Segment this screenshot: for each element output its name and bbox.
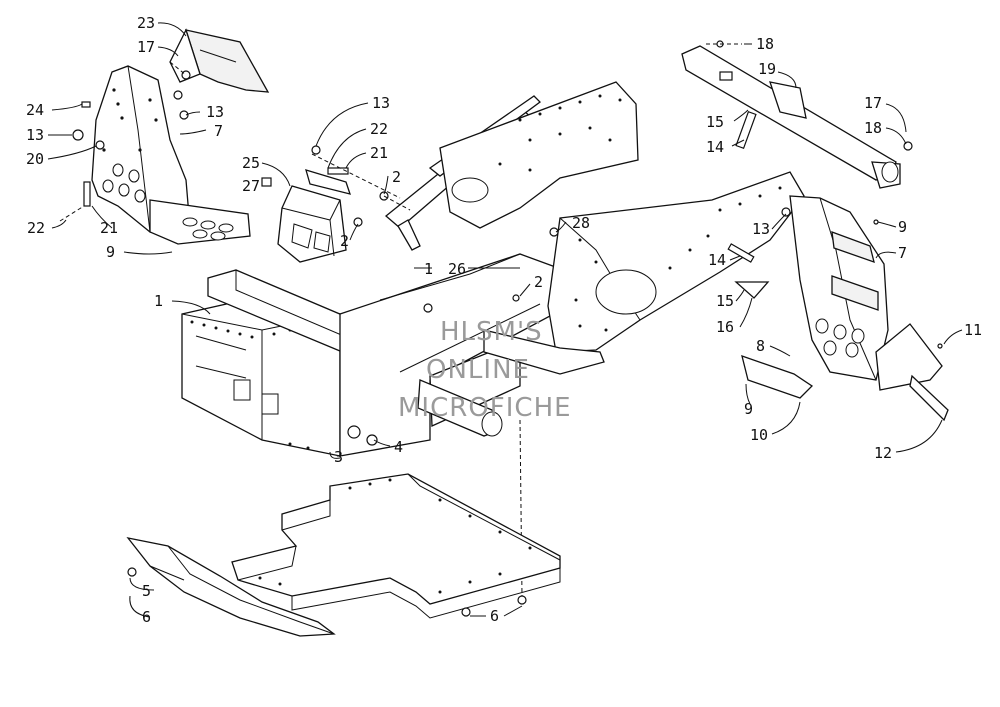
callout-24: 24 bbox=[26, 101, 44, 119]
callout-23: 23 bbox=[137, 14, 155, 32]
callout-9: 9 bbox=[106, 243, 115, 261]
callout-2: 2 bbox=[534, 273, 543, 291]
watermark-line-3: MICROFICHE bbox=[398, 393, 572, 423]
left-hardware bbox=[59, 61, 191, 222]
callout-6: 6 bbox=[490, 607, 499, 625]
callout-8: 8 bbox=[756, 337, 765, 355]
callout-26: 26 bbox=[448, 260, 466, 278]
right-frame-rivets bbox=[574, 186, 782, 332]
left-steering-bracket bbox=[169, 28, 270, 93]
callout-10: 10 bbox=[750, 426, 768, 444]
callout-14: 14 bbox=[706, 138, 724, 156]
callout-labels: 23 17 24 13 13 20 7 22 21 9 13 22 21 25 … bbox=[26, 14, 982, 626]
callout-16: 16 bbox=[716, 318, 734, 336]
watermark: HLSM'S ONLINE MICROFICHE bbox=[398, 317, 572, 423]
callout-4: 4 bbox=[394, 438, 403, 456]
callout-9: 9 bbox=[744, 400, 753, 418]
callout-3: 3 bbox=[334, 448, 343, 466]
callout-13: 13 bbox=[752, 220, 770, 238]
callout-7: 7 bbox=[214, 122, 223, 140]
callout-21: 21 bbox=[100, 219, 118, 237]
left-footrest-holes bbox=[102, 163, 234, 241]
callout-18: 18 bbox=[864, 119, 882, 137]
watermark-line-2: ONLINE bbox=[426, 355, 530, 385]
callout-7: 7 bbox=[898, 244, 907, 262]
callout-14: 14 bbox=[708, 251, 726, 269]
callout-1: 1 bbox=[424, 260, 433, 278]
callout-18: 18 bbox=[756, 35, 774, 53]
callout-5: 5 bbox=[142, 582, 151, 600]
callout-21: 21 bbox=[370, 144, 388, 162]
callout-17: 17 bbox=[137, 38, 155, 56]
callout-17: 17 bbox=[864, 94, 882, 112]
callout-20: 20 bbox=[26, 150, 44, 168]
left-footrest-bracket bbox=[91, 65, 251, 245]
callout-27: 27 bbox=[242, 177, 260, 195]
left-bracket-rivets bbox=[102, 88, 158, 152]
main-chassis bbox=[181, 81, 805, 597]
callout-9: 9 bbox=[898, 218, 907, 236]
callout-25: 25 bbox=[242, 154, 260, 172]
callout-2: 2 bbox=[392, 168, 401, 186]
callout-1: 1 bbox=[154, 292, 163, 310]
front-skid-plate bbox=[126, 537, 527, 637]
callout-13: 13 bbox=[26, 126, 44, 144]
steering-post-tube bbox=[681, 40, 913, 189]
watermark-line-1: HLSM'S bbox=[440, 317, 543, 347]
callout-19: 19 bbox=[758, 60, 776, 78]
engine-mount-bracket bbox=[261, 145, 389, 263]
callout-6: 6 bbox=[142, 608, 151, 626]
callout-15: 15 bbox=[706, 113, 724, 131]
belly-pan bbox=[231, 473, 561, 619]
left-plate-rivets bbox=[498, 94, 622, 172]
callout-15: 15 bbox=[716, 292, 734, 310]
leader-lines bbox=[47, 22, 963, 618]
callout-11: 11 bbox=[964, 321, 982, 339]
callout-2: 2 bbox=[340, 232, 349, 250]
right-footrest-panel bbox=[727, 195, 949, 422]
callout-22: 22 bbox=[27, 219, 45, 237]
callout-28: 28 bbox=[572, 214, 590, 232]
callout-13: 13 bbox=[206, 103, 224, 121]
belly-pan-rivets bbox=[258, 478, 532, 594]
callout-12: 12 bbox=[874, 444, 892, 462]
callout-13: 13 bbox=[372, 94, 390, 112]
callout-22: 22 bbox=[370, 120, 388, 138]
